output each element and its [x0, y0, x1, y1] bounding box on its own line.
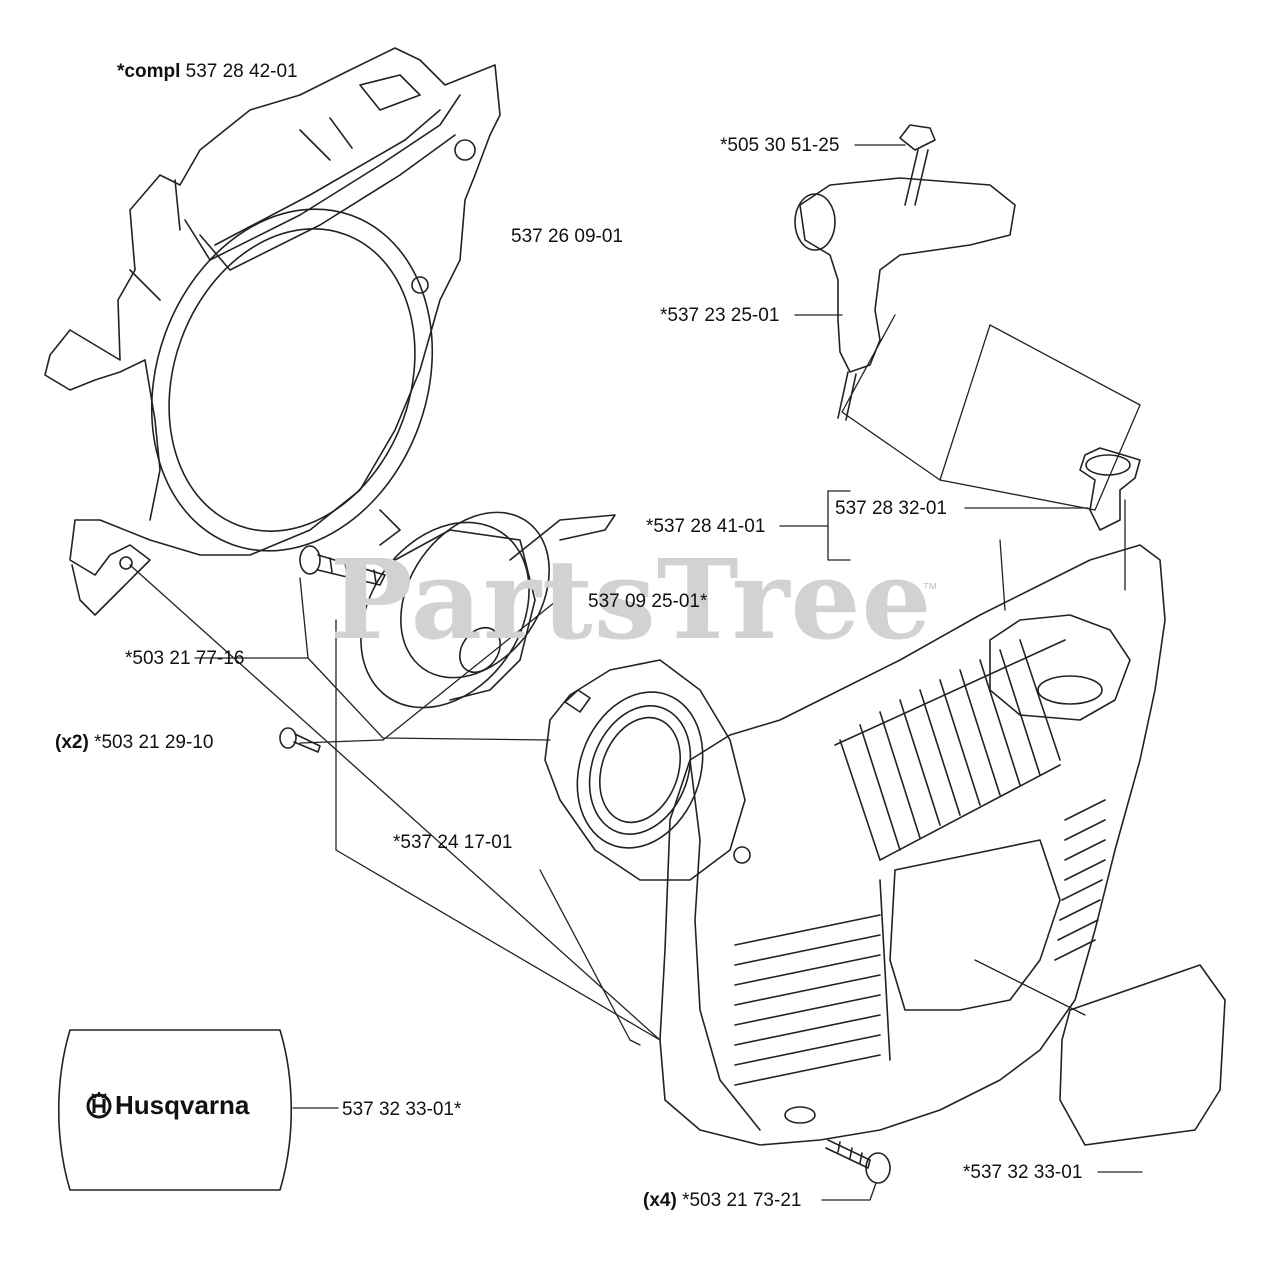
label-screw-x4-qty: (x4) — [643, 1190, 677, 1211]
recoil-spring-part — [544, 659, 746, 881]
label-leaders — [292, 144, 1143, 1201]
label-compl-prefix: *compl — [117, 61, 181, 82]
cover-leaders — [974, 499, 1126, 1016]
label-housing: 537 26 09-01 — [511, 226, 623, 247]
husqvarna-logo: Husqvarna — [86, 1090, 249, 1120]
label-screw-x4: (x4) *503 21 73-21 — [643, 1191, 801, 1210]
label-decal: *537 32 33-01 — [963, 1162, 1083, 1183]
starter-handle-part — [794, 124, 1016, 421]
label-compl-housing: *compl 537 28 42-01 — [117, 62, 298, 81]
starter-cover-part — [659, 544, 1166, 1146]
label-screw-x2-number: *503 21 29-10 — [94, 732, 214, 753]
screw-pulley-part — [299, 545, 386, 586]
watermark-trademark: ™ — [922, 581, 938, 598]
starter-pulley-part — [360, 511, 616, 709]
watermark: PartsTree — [330, 535, 933, 664]
rope-bushing-part — [1079, 447, 1141, 531]
leader-lines — [129, 314, 1141, 1046]
screw-x4-part — [825, 1139, 891, 1184]
label-compl-number: 537 28 42-01 — [185, 61, 298, 82]
label-screw-x4-number: *503 21 73-21 — [682, 1190, 802, 1211]
husqvarna-wordmark: Husqvarna — [115, 1090, 250, 1120]
label-bushing: 537 28 32-01 — [835, 498, 947, 519]
label-pulley: 537 09 25-01* — [588, 591, 708, 612]
label-cover-assembly: *537 28 41-01 — [646, 516, 766, 537]
label-nut: *505 30 51-25 — [720, 135, 840, 156]
label-recoil-spring: *537 24 17-01 — [393, 832, 513, 853]
decal-right-part — [1059, 964, 1226, 1146]
label-screw-x2: (x2) *503 21 29-10 — [55, 733, 213, 752]
decal-logo-part — [58, 1029, 292, 1191]
label-handle: *537 23 25-01 — [660, 305, 780, 326]
label-screw-x2-qty: (x2) — [55, 732, 89, 753]
label-decal-logo: 537 32 33-01* — [342, 1099, 462, 1120]
screw-x2-part — [279, 727, 321, 753]
husqvarna-crown-icon — [86, 1092, 112, 1119]
fan-housing-part — [44, 47, 501, 616]
label-screw-pulley: *503 21 77-16 — [125, 648, 245, 669]
